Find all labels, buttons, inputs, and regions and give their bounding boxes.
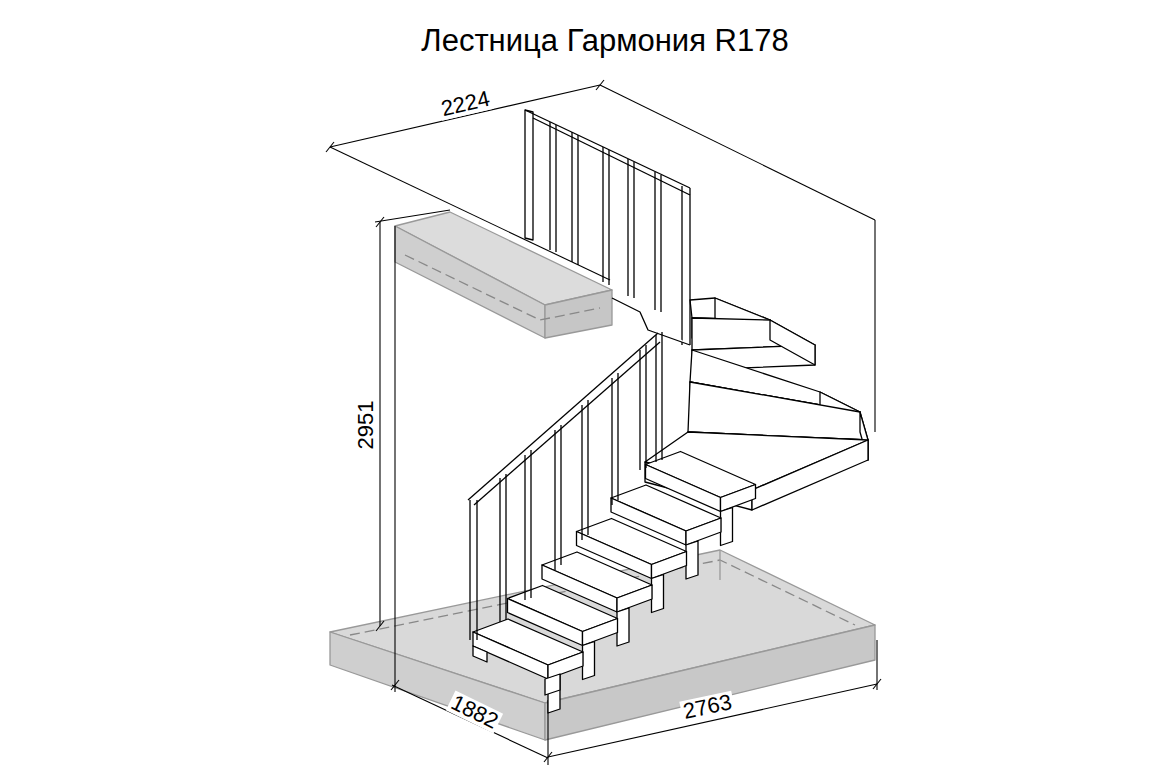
tread-side (721, 485, 756, 512)
tread-side (548, 652, 583, 679)
tread-side (583, 619, 618, 646)
tread-edge (473, 632, 548, 679)
winder-side (770, 320, 815, 365)
stringer (617, 608, 629, 646)
stringer-foot (545, 674, 560, 695)
tread-side (686, 518, 721, 545)
drawing-title: Лестница Гармония R178 (421, 25, 788, 56)
dimension-label: 2951 (355, 399, 377, 452)
dimension-label: 2224 (437, 87, 494, 120)
floor-slab (330, 550, 875, 740)
stringer (652, 575, 664, 613)
tread-side (652, 552, 687, 579)
stringer (583, 642, 595, 680)
stringer-foot (473, 646, 487, 662)
stringer (721, 508, 733, 546)
upper-slab (395, 212, 612, 338)
stair-flights (473, 298, 868, 713)
stringer (686, 541, 698, 579)
upper-railing (525, 110, 690, 345)
lower-railing (468, 332, 662, 640)
winder-side (752, 440, 868, 510)
tread-side (617, 585, 652, 612)
winder-tread (688, 382, 868, 440)
dimension-lines (326, 80, 881, 765)
